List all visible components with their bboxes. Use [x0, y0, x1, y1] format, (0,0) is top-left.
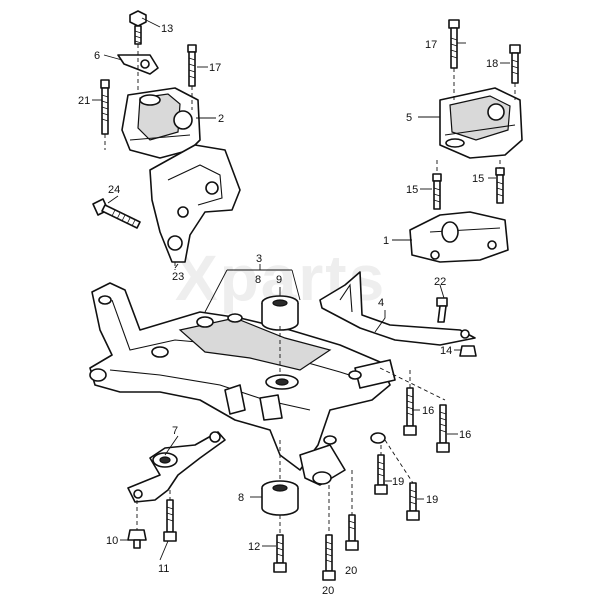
- callout-15-left: 15: [406, 184, 418, 196]
- bolt-13: [129, 10, 147, 45]
- callout-16-left: 16: [422, 405, 434, 417]
- callout-16-right: 16: [459, 429, 471, 441]
- gearbox-mount-5: [439, 87, 523, 159]
- bracket-23: [149, 144, 241, 263]
- callout-20-bottom: 20: [322, 585, 334, 597]
- callout-5: 5: [406, 112, 412, 124]
- callout-18: 18: [486, 58, 498, 70]
- callout-numbers: 13 6 17 21 2 24 23 3 8 9 17 18 5 15 15 1…: [78, 23, 498, 597]
- callout-11: 11: [158, 563, 169, 575]
- bolts-15: [432, 167, 505, 210]
- callout-12: 12: [248, 541, 260, 553]
- bolt-11: [163, 499, 177, 542]
- callout-17-left: 17: [209, 62, 221, 74]
- bolt-12: [273, 534, 287, 573]
- stud-21: [100, 79, 110, 135]
- callout-8-top: 8: [255, 274, 261, 286]
- callout-20-right: 20: [345, 565, 357, 577]
- callout-4: 4: [378, 297, 384, 309]
- callout-2: 2: [218, 113, 224, 125]
- callout-14: 14: [440, 345, 452, 357]
- callout-10: 10: [106, 535, 118, 547]
- bolt-17-right: [448, 19, 460, 69]
- engine-mount-left: [121, 87, 201, 159]
- callout-8-bottom: 8: [238, 492, 244, 504]
- callout-13: 13: [161, 23, 173, 35]
- callout-23: 23: [172, 271, 184, 283]
- washer-6: [117, 54, 159, 75]
- pendulum-support-7: [127, 431, 226, 503]
- bolt-17-left: [187, 44, 197, 87]
- callout-24: 24: [108, 184, 120, 196]
- bushing-9: [261, 295, 299, 331]
- bolt-10: [127, 529, 147, 549]
- subframe-3: [89, 282, 396, 486]
- callout-6: 6: [94, 50, 100, 62]
- callout-9: 9: [276, 274, 282, 286]
- bolt-24: [92, 198, 141, 229]
- callout-3: 3: [256, 253, 262, 265]
- bolt-22: [436, 297, 448, 323]
- callout-21: 21: [78, 95, 90, 107]
- bolts-16: [403, 387, 450, 453]
- bolt-18: [509, 44, 521, 84]
- callout-17-right: 17: [425, 39, 437, 51]
- callout-19-left: 19: [392, 476, 404, 488]
- brace-4: [319, 271, 476, 346]
- bushing-8: [261, 480, 299, 516]
- callout-7: 7: [172, 425, 178, 437]
- nut-14: [459, 345, 477, 357]
- leader-lines: [92, 17, 510, 561]
- callout-1: 1: [383, 235, 389, 247]
- callout-15-right: 15: [472, 173, 484, 185]
- bracket-1: [409, 211, 509, 263]
- callout-19-right: 19: [426, 494, 438, 506]
- callout-22: 22: [434, 276, 446, 288]
